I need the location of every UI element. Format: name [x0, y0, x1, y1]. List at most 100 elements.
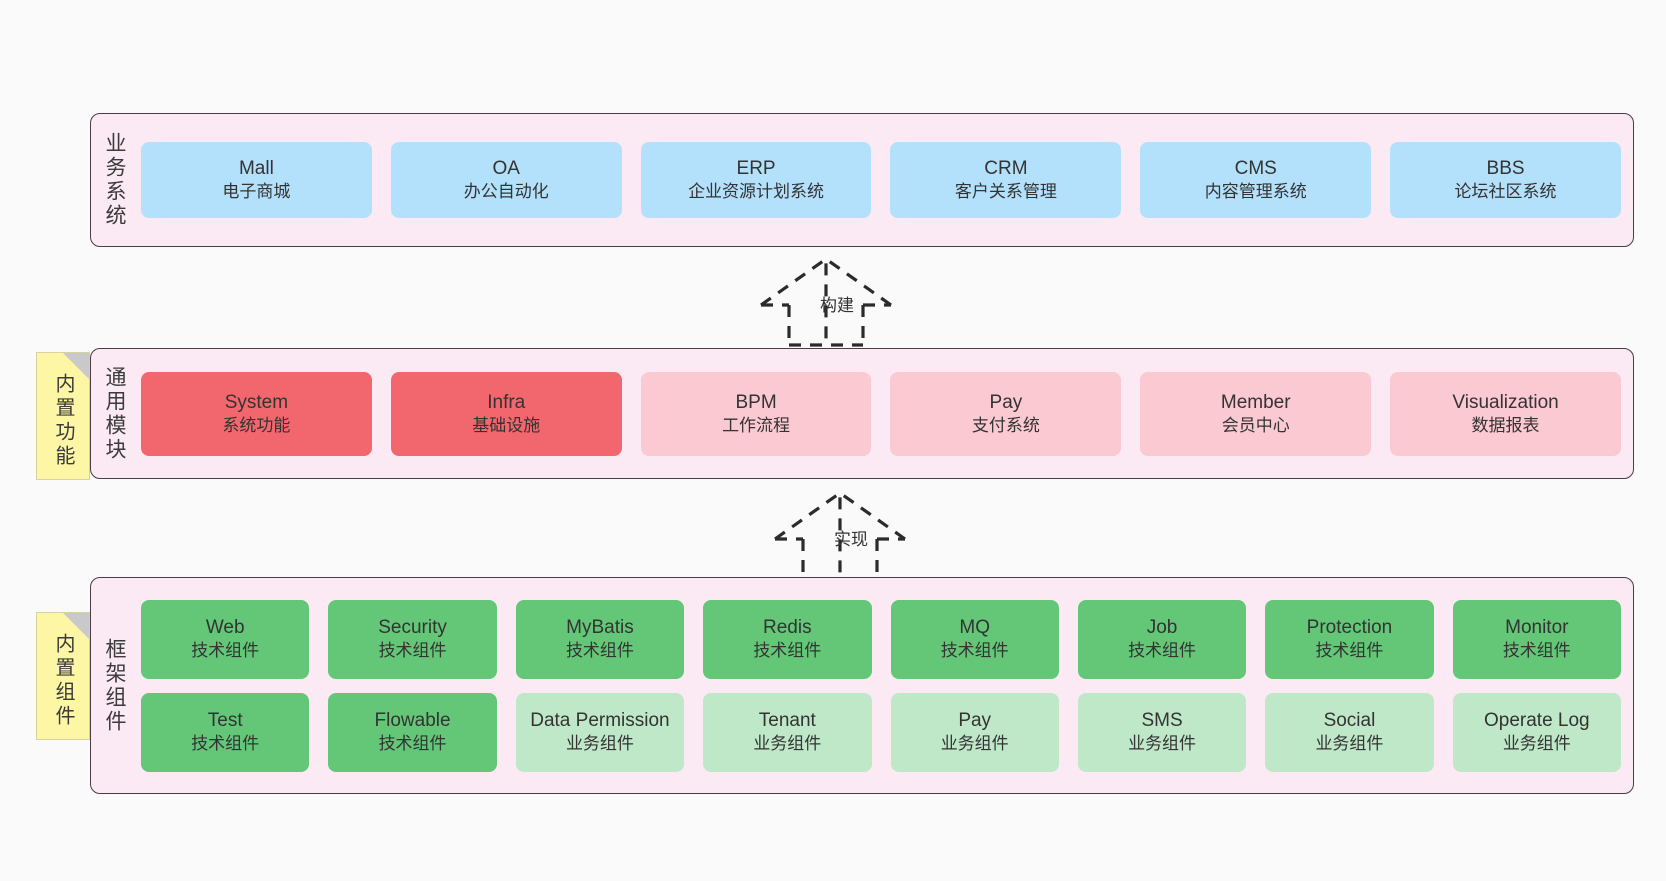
box-title: CRM	[984, 158, 1028, 180]
box-title: Infra	[487, 391, 526, 413]
layer-business-systems-body: Mall 电子商城 OA 办公自动化 ERP 企业资源计划系统 CRM 客户关系…	[137, 114, 1633, 246]
box-pay-module[interactable]: Pay 支付系统	[890, 371, 1122, 456]
box-subtitle: 技术组件	[1315, 641, 1384, 661]
box-subtitle: 技术组件	[191, 641, 260, 661]
box-subtitle: 业务组件	[1502, 734, 1571, 754]
box-erp[interactable]: ERP 企业资源计划系统	[640, 142, 872, 218]
folded-corner-icon	[63, 613, 89, 639]
box-title: MyBatis	[566, 617, 634, 639]
box-title: Operate Log	[1483, 710, 1590, 732]
box-data-permission[interactable]: Data Permission 业务组件	[515, 692, 685, 772]
box-title: Pay	[989, 391, 1023, 413]
box-subtitle: 支付系统	[971, 415, 1040, 435]
box-bpm[interactable]: BPM 工作流程	[640, 371, 872, 456]
box-subtitle: 技术组件	[1502, 641, 1571, 661]
box-mybatis[interactable]: MyBatis 技术组件	[515, 599, 685, 679]
box-subtitle: 内容管理系统	[1204, 182, 1307, 202]
box-tenant[interactable]: Tenant 业务组件	[703, 692, 872, 772]
box-mq[interactable]: MQ 技术组件	[890, 599, 1059, 679]
box-title: MQ	[959, 617, 990, 639]
box-redis[interactable]: Redis 技术组件	[703, 599, 872, 679]
box-bbs[interactable]: BBS 论坛社区系统	[1390, 142, 1621, 218]
box-title: ERP	[736, 158, 776, 180]
layer-common-modules-body: System 系统功能 Infra 基础设施 BPM 工作流程 Pay 支付系统…	[137, 349, 1633, 478]
sticky-note-builtin-functions: 内置功能	[36, 352, 90, 480]
box-subtitle: 业务组件	[1315, 734, 1384, 754]
box-title: Tenant	[758, 710, 816, 732]
box-title: Data Permission	[530, 710, 670, 732]
box-title: BBS	[1486, 158, 1525, 180]
box-title: SMS	[1141, 710, 1183, 732]
box-system[interactable]: System 系统功能	[141, 371, 372, 456]
box-title: BPM	[735, 391, 777, 413]
box-row: System 系统功能 Infra 基础设施 BPM 工作流程 Pay 支付系统…	[141, 371, 1621, 456]
arrow-implement: 实现	[772, 487, 952, 582]
box-subtitle: 业务组件	[1128, 734, 1197, 754]
layer-framework-components: 框架组件 Web 技术组件 Security 技术组件 MyBatis 技术组件…	[90, 577, 1634, 794]
box-title: Flowable	[374, 710, 451, 732]
box-sms[interactable]: SMS 业务组件	[1077, 692, 1247, 772]
box-subtitle: 技术组件	[940, 641, 1009, 661]
arrow-build-label: 构建	[820, 296, 854, 315]
box-subtitle: 技术组件	[191, 734, 260, 754]
box-subtitle: 会员中心	[1221, 415, 1290, 435]
box-cms[interactable]: CMS 内容管理系统	[1140, 142, 1372, 218]
box-row: Mall 电子商城 OA 办公自动化 ERP 企业资源计划系统 CRM 客户关系…	[141, 142, 1621, 218]
box-subtitle: 数据报表	[1471, 415, 1540, 435]
layer-framework-components-title: 框架组件	[103, 637, 127, 734]
box-title: Social	[1323, 710, 1376, 732]
box-pay-component[interactable]: Pay 业务组件	[890, 692, 1059, 772]
layer-framework-components-body: Web 技术组件 Security 技术组件 MyBatis 技术组件 Redi…	[137, 578, 1633, 793]
layer-business-systems: 业务系统 Mall 电子商城 OA 办公自动化 ERP 企业资源计划系统 CRM…	[90, 113, 1634, 247]
box-subtitle: 客户关系管理	[954, 182, 1057, 202]
box-social[interactable]: Social 业务组件	[1265, 692, 1434, 772]
box-subtitle: 电子商城	[222, 182, 291, 202]
box-oa[interactable]: OA 办公自动化	[390, 142, 622, 218]
box-title: Monitor	[1505, 617, 1569, 639]
box-title: Security	[378, 617, 447, 639]
sticky-note-label: 内置组件	[52, 633, 74, 729]
box-subtitle: 企业资源计划系统	[688, 182, 825, 202]
box-subtitle: 工作流程	[722, 415, 791, 435]
box-subtitle: 技术组件	[565, 641, 634, 661]
box-job[interactable]: Job 技术组件	[1077, 599, 1247, 679]
box-title: Mall	[238, 158, 274, 180]
box-subtitle: 论坛社区系统	[1454, 182, 1557, 202]
folded-corner-icon	[63, 353, 89, 379]
box-subtitle: 技术组件	[378, 641, 447, 661]
box-operate-log[interactable]: Operate Log 业务组件	[1452, 692, 1621, 772]
box-web[interactable]: Web 技术组件	[141, 599, 310, 679]
box-crm[interactable]: CRM 客户关系管理	[890, 142, 1122, 218]
box-visualization[interactable]: Visualization 数据报表	[1390, 371, 1621, 456]
layer-common-modules-title: 通用模块	[103, 365, 127, 462]
box-title: Redis	[763, 617, 812, 639]
box-title: Test	[207, 710, 243, 732]
box-flowable[interactable]: Flowable 技术组件	[328, 692, 497, 772]
box-subtitle: 技术组件	[1128, 641, 1197, 661]
box-infra[interactable]: Infra 基础设施	[390, 371, 622, 456]
arrow-build-icon	[760, 255, 892, 347]
box-test[interactable]: Test 技术组件	[141, 692, 310, 772]
box-title: CMS	[1234, 158, 1277, 180]
box-subtitle: 业务组件	[753, 734, 822, 754]
box-row: Web 技术组件 Security 技术组件 MyBatis 技术组件 Redi…	[141, 599, 1621, 679]
sticky-note-builtin-components: 内置组件	[36, 612, 90, 740]
box-subtitle: 技术组件	[753, 641, 822, 661]
box-title: Pay	[958, 710, 992, 732]
box-subtitle: 业务组件	[565, 734, 634, 754]
arrow-build: 构建	[758, 253, 938, 348]
box-subtitle: 基础设施	[472, 415, 541, 435]
box-subtitle: 业务组件	[940, 734, 1009, 754]
arrow-implement-label: 实现	[834, 530, 868, 549]
box-security[interactable]: Security 技术组件	[328, 599, 497, 679]
box-subtitle: 技术组件	[378, 734, 447, 754]
box-subtitle: 办公自动化	[463, 182, 549, 202]
box-title: Visualization	[1452, 391, 1559, 413]
box-monitor[interactable]: Monitor 技术组件	[1452, 599, 1621, 679]
box-member[interactable]: Member 会员中心	[1140, 371, 1372, 456]
box-protection[interactable]: Protection 技术组件	[1265, 599, 1434, 679]
box-mall[interactable]: Mall 电子商城	[141, 142, 372, 218]
layer-common-modules: 通用模块 System 系统功能 Infra 基础设施 BPM 工作流程 Pay…	[90, 348, 1634, 479]
box-subtitle: 系统功能	[222, 415, 291, 435]
